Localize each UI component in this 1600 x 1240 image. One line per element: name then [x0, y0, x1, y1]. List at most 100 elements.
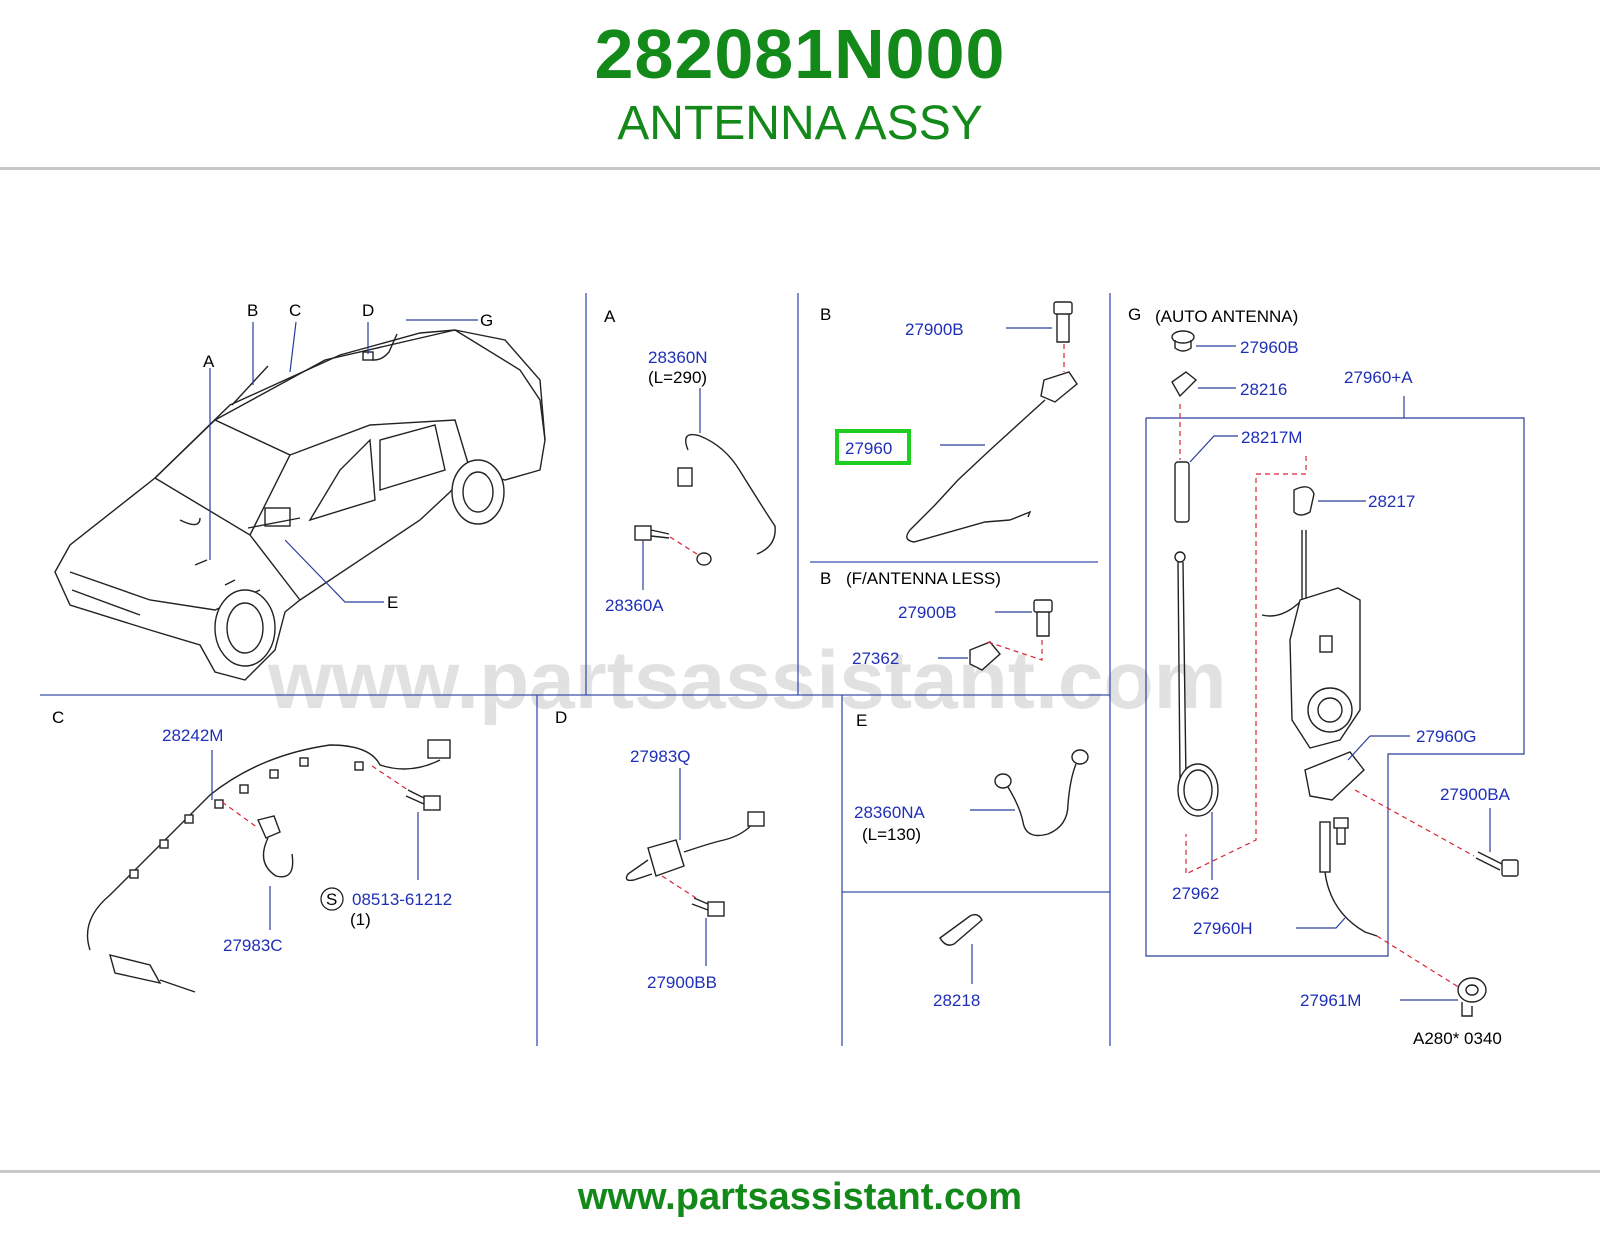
part-27960h-fitting — [1319, 821, 1331, 873]
part-27900bb-bolt-head — [707, 901, 725, 917]
part-label-28216[interactable]: 28216 — [1240, 380, 1287, 399]
part-label-27900bb[interactable]: 27900BB — [647, 973, 717, 992]
part-27960a-motor-gear — [1307, 687, 1353, 733]
part-27960h-hose — [1324, 871, 1378, 937]
watermark: www.partsassistant.com — [267, 635, 1227, 726]
part-27960b-nut — [1171, 330, 1195, 344]
section-g-title: G — [1128, 305, 1141, 324]
part-28360a-bolt-head — [634, 525, 652, 541]
part-27962-tip — [1174, 551, 1186, 563]
section-c-title: C — [52, 708, 64, 727]
part-label-27960b[interactable]: 27960B — [1240, 338, 1299, 357]
section-c-alignment-2 — [371, 765, 409, 791]
part-08513-bolt-head — [423, 795, 441, 811]
section-b-title: B — [820, 305, 831, 324]
part-label-28360n[interactable]: 28360N — [648, 348, 708, 367]
section-a-alignment — [669, 536, 701, 557]
part-27900b-bolt-shaft — [1056, 314, 1070, 343]
section-e-title: E — [856, 711, 867, 730]
section-b2-title: B — [820, 569, 831, 588]
highlight-27960 — [835, 429, 911, 465]
footer-url[interactable]: www.partsassistant.com — [577, 1176, 1023, 1218]
part-27983q-cable — [683, 821, 755, 853]
part-label-08513-61212[interactable]: 08513-61212 — [352, 890, 452, 909]
assembly-27960a-outline — [1145, 417, 1525, 957]
car-label-a: A — [203, 352, 215, 371]
part-28360a-bolt-shaft — [650, 529, 670, 539]
leader-27960h — [1296, 917, 1346, 929]
part-28360na-terminal-1 — [994, 773, 1012, 789]
part-27961m-grommet — [1457, 977, 1487, 1003]
car-label-e: E — [387, 593, 398, 612]
part-label-28242m[interactable]: 28242M — [162, 726, 223, 745]
part-27962-coil-inner — [1183, 769, 1213, 811]
section-b2-alignment — [987, 640, 1043, 661]
part-27960g-bolt-head — [1333, 817, 1349, 829]
header-divider — [0, 167, 1600, 170]
part-label-28360a[interactable]: 28360A — [605, 596, 664, 615]
part-label-28360na[interactable]: 28360NA — [854, 803, 926, 822]
part-28242m-connector — [427, 739, 451, 759]
part-28360n-cable — [685, 433, 776, 555]
section-d-alignment — [661, 875, 697, 899]
part-label-28360n-length: (L=290) — [648, 368, 707, 387]
part-27960-bracket — [1040, 371, 1078, 403]
standard-part-symbol-label: S — [326, 890, 337, 909]
part-label-08513-qty: (1) — [350, 910, 371, 929]
part-label-27960h[interactable]: 27960H — [1193, 919, 1253, 938]
part-28360na-cable — [1007, 763, 1077, 837]
part-label-27983q[interactable]: 27983Q — [630, 747, 691, 766]
section-g-alignment-3 — [1354, 789, 1475, 857]
standard-part-symbol — [320, 887, 344, 911]
part-27983q-body — [647, 839, 685, 877]
leader-28217m — [1189, 435, 1238, 463]
part-27983c-clip-head — [257, 815, 281, 839]
part-label-27960[interactable]: 27960 — [845, 439, 892, 458]
part-label-27961m[interactable]: 27961M — [1300, 991, 1361, 1010]
part-28217-cap — [1293, 486, 1315, 516]
car-label-d: D — [362, 301, 374, 320]
footer-divider — [0, 1170, 1600, 1173]
car-label-c: C — [289, 301, 301, 320]
part-27961m-grommet-hole — [1465, 984, 1479, 996]
part-08513-bolt-shaft — [405, 789, 425, 805]
part-label-27962[interactable]: 27962 — [1172, 884, 1219, 903]
part-28242m-harness — [86, 744, 441, 951]
part-28360na-terminal-2 — [1071, 749, 1089, 765]
car-label-g: G — [480, 311, 493, 330]
part-27900ba-bolt-shaft — [1475, 851, 1503, 871]
part-label-27900ba[interactable]: 27900BA — [1440, 785, 1511, 804]
leader-e — [284, 539, 384, 603]
part-label-27900b[interactable]: 27900B — [905, 320, 964, 339]
part-label-28217[interactable]: 28217 — [1368, 492, 1415, 511]
part-27960-cable — [906, 399, 1046, 543]
part-label-28218[interactable]: 28218 — [933, 991, 980, 1010]
leader-c — [289, 321, 297, 373]
part-number: 282081N000 — [594, 15, 1006, 93]
part-28242m-filter — [109, 954, 162, 985]
part-label-27960g[interactable]: 27960G — [1416, 727, 1477, 746]
part-28360n-connector — [677, 467, 693, 487]
leader-27960g — [1347, 735, 1371, 761]
part-27900b-lower-bolt-shaft — [1036, 612, 1050, 637]
part-28217m-sleeve — [1174, 461, 1190, 523]
part-label-28217m[interactable]: 28217M — [1241, 428, 1302, 447]
part-28218-tube — [939, 913, 983, 946]
car-overview — [54, 329, 546, 681]
part-label-27362[interactable]: 27362 — [852, 649, 899, 668]
part-28242m-clips — [129, 757, 364, 879]
part-label-28360na-length: (L=130) — [862, 825, 921, 844]
part-28242m-lead — [159, 979, 196, 993]
part-27900b-bolt-head — [1053, 301, 1073, 315]
part-27961m-tab — [1461, 1002, 1473, 1017]
section-g-alignment-4 — [1376, 935, 1461, 989]
section-a-title: A — [604, 307, 616, 326]
part-label-27960a[interactable]: 27960+A — [1344, 368, 1413, 387]
part-27983q-connector — [747, 811, 765, 827]
part-27362-clip — [969, 641, 1001, 671]
part-name: ANTENNA ASSY — [617, 97, 983, 150]
part-27960g-bolt-shaft — [1336, 828, 1346, 845]
part-label-27900b-lower[interactable]: 27900B — [898, 603, 957, 622]
diagram-code: A280* 0340 — [1413, 1029, 1502, 1048]
part-label-27983c[interactable]: 27983C — [223, 936, 283, 955]
